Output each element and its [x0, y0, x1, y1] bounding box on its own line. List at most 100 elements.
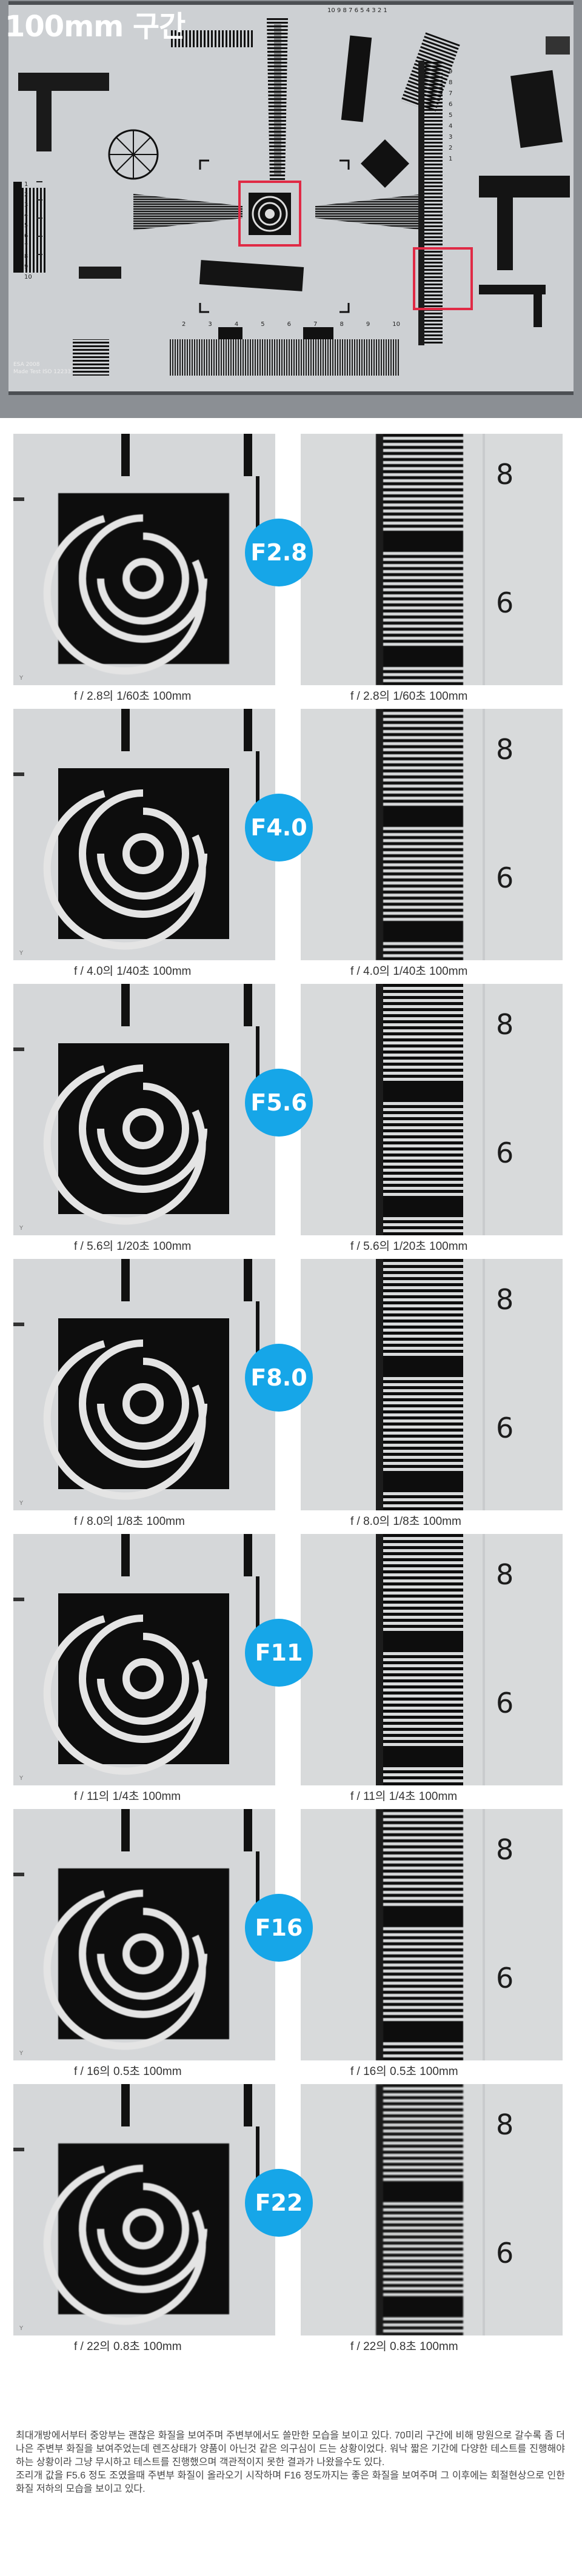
- scale-label: 4: [366, 7, 370, 14]
- spiral-target-image: Y: [13, 2084, 275, 2335]
- crop-center-target: Y: [13, 2084, 275, 2335]
- caption-left: f / 16의 0.5초 100mm: [74, 2065, 182, 2078]
- scale-label: 5: [449, 112, 453, 119]
- crop-center-target: Y: [13, 1809, 275, 2060]
- scale-number-8: 8: [496, 733, 514, 766]
- aperture-badge: F11: [245, 1619, 313, 1687]
- test-chart-graphic: [0, 0, 582, 418]
- scale-label: 3: [24, 202, 28, 208]
- chart-tiny-label: ESA 2008: [13, 362, 40, 368]
- scale-label: 10: [327, 7, 335, 14]
- caption-right: f / 11의 1/4초 100mm: [350, 1790, 458, 1803]
- scale-number-6: 6: [496, 1137, 514, 1169]
- crop-center-target: Y: [13, 709, 275, 960]
- caption-left: f / 4.0의 1/40초 100mm: [74, 965, 192, 978]
- aperture-badge: F8.0: [245, 1344, 313, 1412]
- scale-bars-image: [301, 984, 563, 1235]
- caption-right: f / 8.0의 1/8초 100mm: [350, 1515, 461, 1528]
- page-title: 100mm 구간: [5, 10, 186, 44]
- scale-bars-image: [301, 1259, 563, 1510]
- scale-bars-image: [301, 434, 563, 685]
- scale-number-8: 8: [496, 2108, 514, 2141]
- scale-number-6: 6: [496, 1412, 514, 1444]
- spiral-target-image: Y: [13, 1809, 275, 2060]
- scale-number-6: 6: [496, 1687, 514, 1719]
- scale-bars-image: [301, 1809, 563, 2060]
- scale-label: 7: [349, 7, 353, 14]
- chart-scale-bottom: 2 3 4 5 6 7 8 9 10: [182, 321, 400, 328]
- scale-label: 3: [372, 7, 376, 14]
- test-chart-overview: 1 2 3 4 5 6 7 8 9 10 10 9 8 7 6 5 4 3 2 …: [0, 0, 582, 418]
- caption-right: f / 5.6의 1/20초 100mm: [350, 1240, 468, 1253]
- scale-label: 5: [261, 321, 265, 328]
- caption-right: f / 16의 0.5초 100mm: [350, 2065, 458, 2078]
- scale-label: 8: [24, 253, 28, 260]
- scale-label: 2: [377, 7, 382, 14]
- chart-scale-right: 9 8 7 6 5 4 3 2 1: [449, 67, 460, 165]
- spiral-target-image: Y: [13, 709, 275, 960]
- scale-label: 9: [449, 68, 453, 75]
- crop-center-target: Y: [13, 1534, 275, 1785]
- aperture-badge: F5.6: [245, 1069, 313, 1137]
- scale-number-6: 6: [496, 861, 514, 894]
- scale-label: 6: [449, 101, 453, 108]
- spiral-target-image: Y: [13, 984, 275, 1235]
- caption-left: f / 8.0의 1/8초 100mm: [74, 1515, 185, 1528]
- scale-number-6: 6: [496, 1962, 514, 1994]
- spiral-target-image: Y: [13, 1259, 275, 1510]
- scale-label: 5: [24, 222, 28, 229]
- caption-right: f / 22의 0.8초 100mm: [350, 2340, 458, 2353]
- description-paragraph: 조리개 값을 F5.6 정도 조였을때 주변부 화질이 올라오기 시작하며 F1…: [16, 2471, 565, 2494]
- scale-label: 1: [24, 181, 28, 188]
- scale-label: 7: [449, 90, 453, 97]
- scale-label: 6: [354, 7, 358, 14]
- spiral-target-image: Y: [13, 1534, 275, 1785]
- crop-center-target: Y: [13, 984, 275, 1235]
- scale-label: 3: [449, 134, 453, 141]
- svg-text:Y: Y: [19, 1500, 24, 1507]
- chart-tiny-text: ESA 2008 Made Test ISO 12233: [13, 361, 71, 376]
- crop-center-target: Y: [13, 434, 275, 685]
- scale-label: 4: [234, 321, 239, 328]
- scale-label: 9: [336, 7, 341, 14]
- scale-label: 8: [340, 321, 344, 328]
- scale-label: 2: [182, 321, 186, 328]
- caption-right: f / 4.0의 1/40초 100mm: [350, 965, 468, 978]
- scale-bars-image: [301, 709, 563, 960]
- chart-tiny-label: Made Test ISO 12233: [13, 369, 71, 375]
- svg-text:Y: Y: [19, 2050, 24, 2057]
- scale-label: 8: [343, 7, 347, 14]
- scale-label: 2: [449, 145, 453, 151]
- caption-left: f / 2.8의 1/60초 100mm: [74, 690, 192, 703]
- aperture-badge: F16: [245, 1894, 313, 1962]
- scale-number-6: 6: [496, 2237, 514, 2269]
- scale-number-8: 8: [496, 1833, 514, 1866]
- svg-text:Y: Y: [19, 950, 24, 957]
- scale-label: 7: [313, 321, 318, 328]
- scale-label: 10: [24, 274, 32, 281]
- chart-scale-top: 10 9 8 7 6 5 4 3 2 1: [327, 7, 449, 15]
- svg-text:Y: Y: [19, 2325, 24, 2332]
- scale-bars-image: [301, 1534, 563, 1785]
- scale-label: 8: [449, 79, 453, 86]
- scale-label: 2: [24, 191, 28, 198]
- aperture-badge: F2.8: [245, 519, 313, 586]
- spiral-target-image: Y: [13, 434, 275, 685]
- scale-label: 7: [24, 243, 28, 250]
- scale-number-8: 8: [496, 1283, 514, 1316]
- scale-number-8: 8: [496, 1558, 514, 1591]
- aperture-badge: F4.0: [245, 794, 313, 861]
- scale-label: 6: [24, 233, 28, 239]
- scale-number-8: 8: [496, 1008, 514, 1041]
- scale-label: 9: [24, 264, 28, 270]
- scale-label: 10: [392, 321, 400, 328]
- scale-number-6: 6: [496, 586, 514, 619]
- svg-text:Y: Y: [19, 675, 24, 682]
- scale-label: 9: [366, 321, 370, 328]
- scale-bars-image: [301, 2084, 563, 2335]
